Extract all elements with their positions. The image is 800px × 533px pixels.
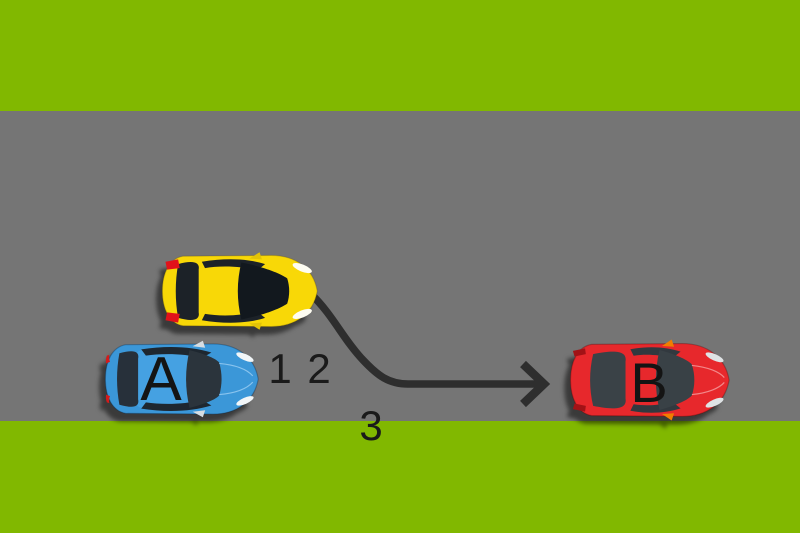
car-b-label: B — [630, 351, 668, 414]
step-3-label: 3 — [359, 402, 383, 449]
grass-top — [0, 0, 800, 111]
step-1-label: 1 — [268, 345, 292, 392]
blue-car-top-icon — [104, 340, 259, 418]
red-car-top-icon — [569, 339, 730, 421]
car-a-label: A — [140, 345, 182, 414]
step-2-label: 2 — [307, 345, 331, 392]
yellow-car-top-icon — [161, 252, 318, 330]
grass-bottom — [0, 421, 800, 533]
